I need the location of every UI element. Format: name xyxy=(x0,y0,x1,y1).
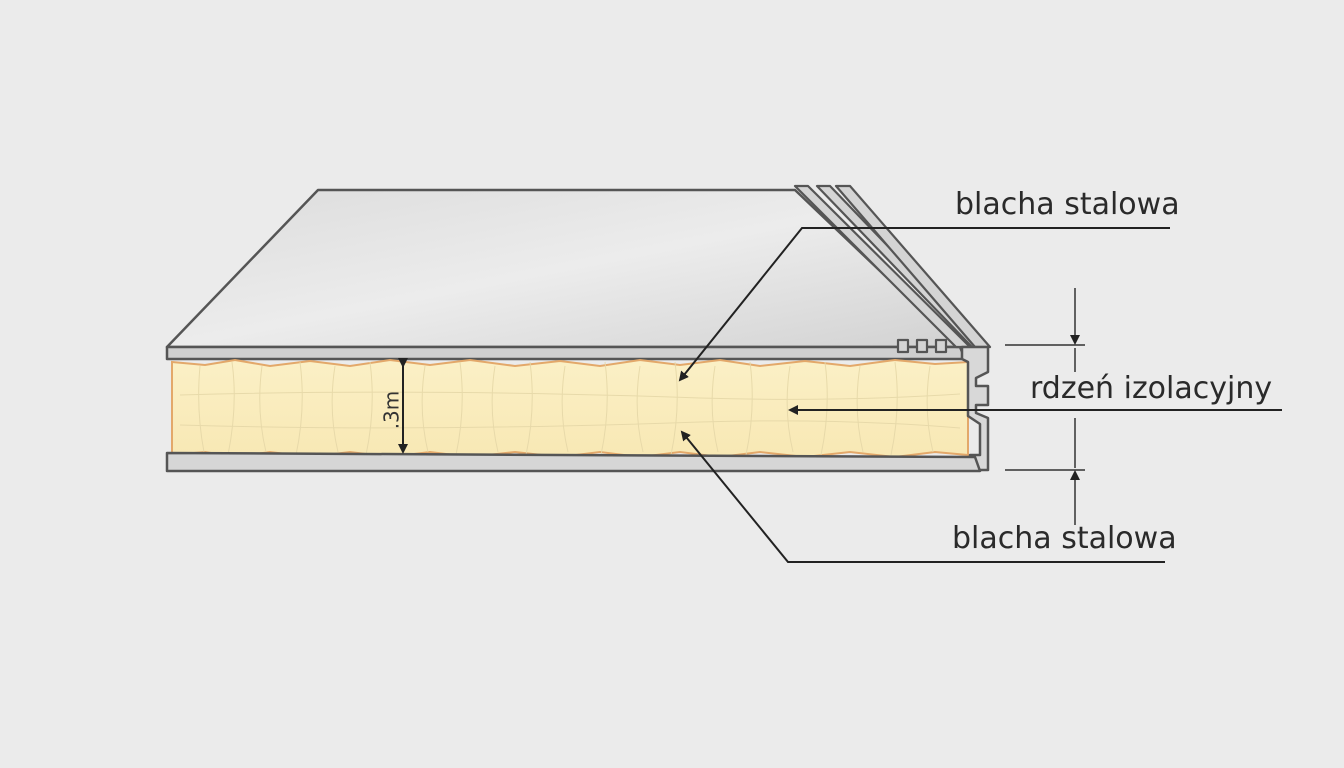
callout-bottom-sheet: blacha stalowa xyxy=(680,430,1177,563)
label-core: rdzeń izolacyjny xyxy=(1030,371,1272,406)
core-thickness-label: .3m xyxy=(380,391,404,430)
seam-ribs xyxy=(793,184,992,354)
core-thickness-dimension: .3m xyxy=(380,358,408,454)
panel-thickness-dimension xyxy=(1005,288,1085,525)
bottom-steel-sheet xyxy=(165,451,982,473)
top-steel-sheet xyxy=(165,188,967,361)
edge-profile xyxy=(960,345,990,472)
callout-top-sheet: blacha stalowa xyxy=(678,187,1180,382)
insulation-core xyxy=(171,358,969,459)
label-bottom-sheet: blacha stalowa xyxy=(952,521,1177,556)
label-top-sheet: blacha stalowa xyxy=(955,187,1180,222)
callout-core: rdzeń izolacyjny xyxy=(788,371,1282,415)
